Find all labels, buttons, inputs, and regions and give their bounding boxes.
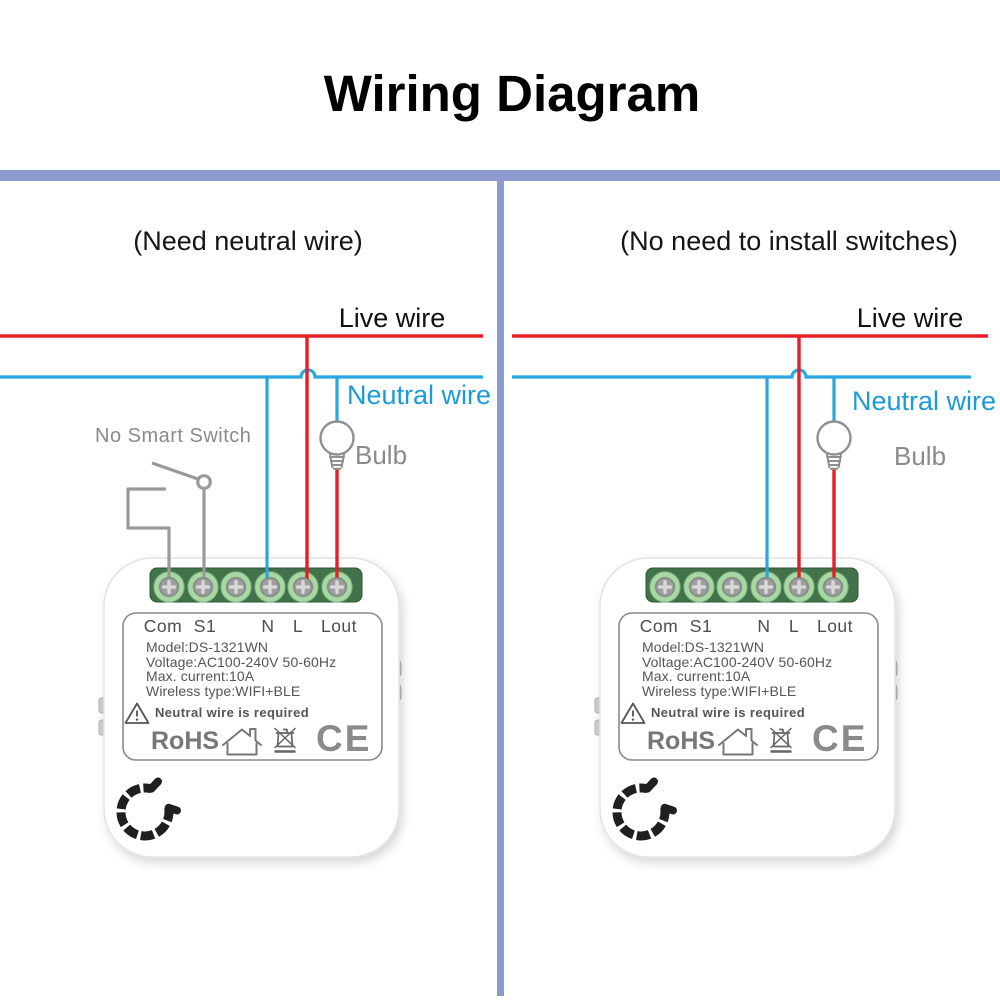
neutral-wire-line bbox=[512, 368, 971, 379]
neutral-wire-line bbox=[0, 368, 483, 379]
left-panel-wires bbox=[0, 334, 483, 586]
left-neutral-wire-label: Neutral wire bbox=[347, 380, 492, 410]
right-panel-header: (No need to install switches) bbox=[620, 226, 958, 256]
switch-symbol-icon bbox=[126, 461, 212, 586]
left-panel-header: (Need neutral wire) bbox=[133, 226, 363, 256]
left-bulb-label: Bulb bbox=[355, 440, 408, 470]
smart-switch-device-left bbox=[99, 558, 401, 857]
panel-divider bbox=[497, 170, 504, 996]
bulb-icon bbox=[319, 420, 355, 470]
smart-switch-device-right bbox=[595, 558, 897, 857]
bulb-icon bbox=[816, 420, 852, 470]
right-neutral-wire-label: Neutral wire bbox=[852, 386, 997, 416]
no-smart-switch-label: No Smart Switch bbox=[95, 425, 252, 447]
right-panel-wires bbox=[512, 334, 988, 586]
right-bulb-label: Bulb bbox=[894, 441, 947, 471]
page-title: Wiring Diagram bbox=[323, 65, 701, 122]
right-live-wire-label: Live wire bbox=[856, 303, 964, 333]
left-live-wire-label: Live wire bbox=[338, 303, 446, 333]
